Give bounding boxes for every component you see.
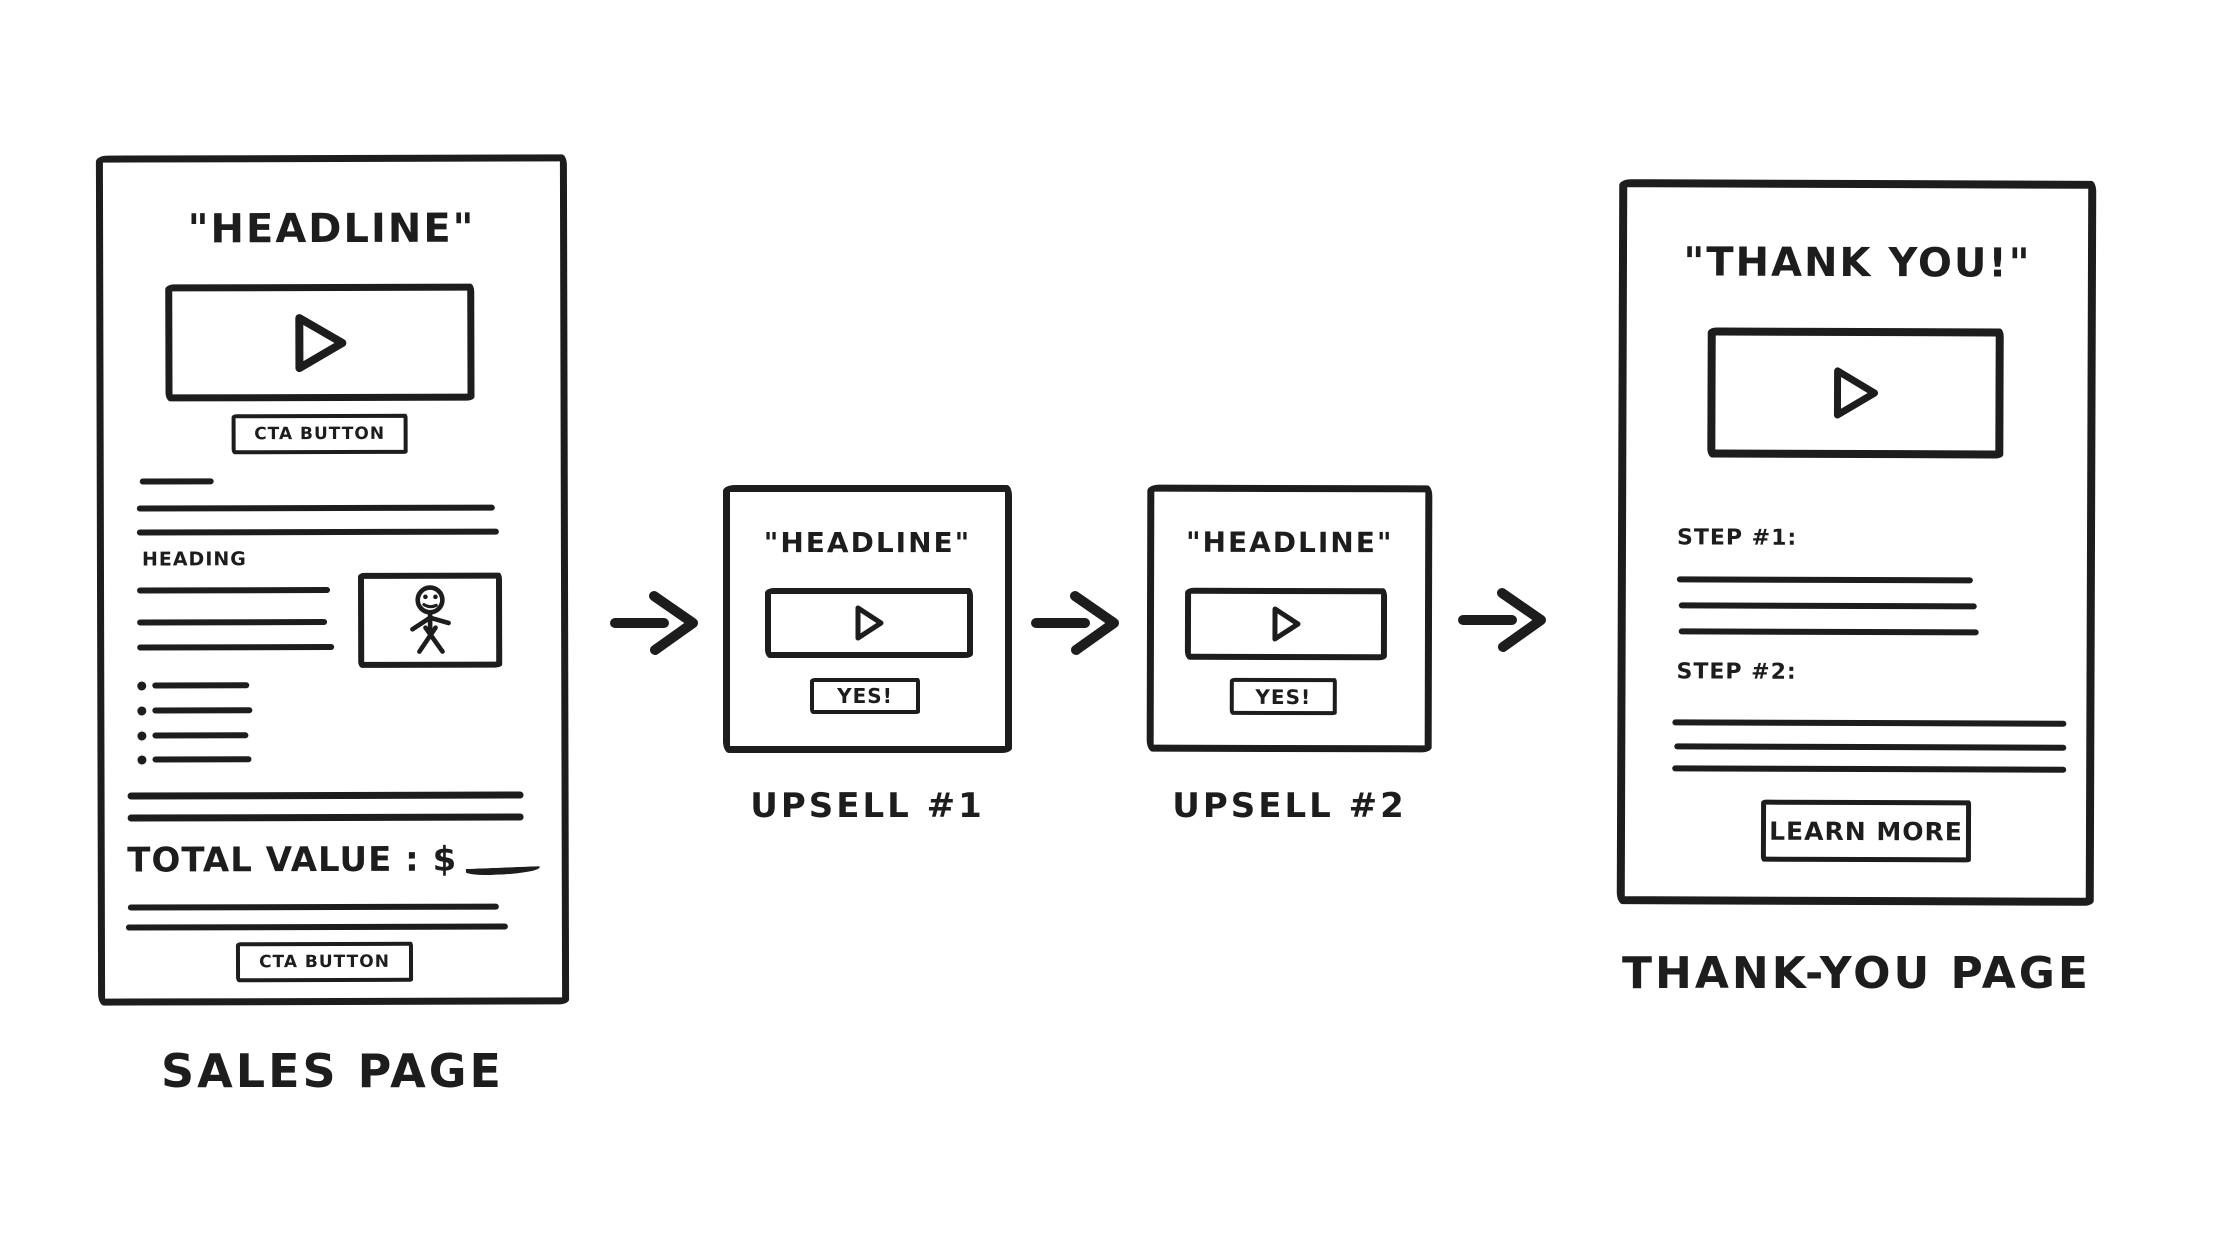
sales-image-placeholder (357, 572, 503, 668)
upsell-1-frame: "HEADLINE" YES! (723, 485, 1012, 753)
blank-amount-line (465, 863, 540, 876)
placeholder-line (136, 528, 499, 536)
placeholder-line (1678, 602, 1977, 610)
upsell-1-video-player (765, 588, 973, 658)
arrow-right-icon (1455, 580, 1555, 660)
step-1-heading: STEP #1: (1676, 525, 1798, 551)
sales-video-player (165, 283, 475, 402)
upsell-2-yes-button: YES! (1229, 677, 1337, 716)
sales-section-heading: HEADING (141, 548, 247, 571)
upsell-2-frame: "HEADLINE" YES! (1146, 484, 1433, 753)
bullet-dot (137, 706, 147, 716)
person-icon (410, 584, 451, 654)
placeholder-line (136, 504, 495, 512)
sales-headline: "HEADLINE" (187, 205, 476, 253)
upsell-1-headline: "HEADLINE" (763, 526, 972, 559)
learn-more-button: LEARN MORE (1760, 799, 1972, 863)
placeholder-line (127, 813, 524, 822)
total-value-row: TOTAL VALUE : $ (105, 839, 562, 881)
bullet-dot (137, 755, 147, 765)
bullet-line (152, 732, 249, 739)
placeholder-line (137, 587, 331, 594)
placeholder-line (139, 478, 214, 485)
upsell-2-headline: "HEADLINE" (1185, 525, 1394, 560)
thank-you-page-label: THANK-YOU PAGE (1622, 948, 2091, 999)
total-value-label: TOTAL VALUE : $ (127, 839, 458, 881)
upsell-2-video-player (1184, 587, 1388, 661)
placeholder-line (1676, 576, 1973, 584)
placeholder-line (137, 619, 328, 626)
bullet-dot (137, 731, 147, 741)
thank-you-headline: "THANK YOU!" (1683, 239, 2032, 287)
sales-page-frame: "HEADLINE" CTA BUTTON HEADING (95, 154, 570, 1006)
placeholder-line (127, 903, 499, 911)
bullet-dot (137, 681, 147, 691)
sales-page-label: SALES PAGE (161, 1044, 504, 1098)
play-icon (1833, 367, 1879, 419)
sales-cta-top-button: CTA BUTTON (231, 413, 408, 455)
bullet-line (152, 682, 250, 689)
placeholder-line (1678, 628, 1979, 636)
placeholder-line (125, 923, 508, 931)
placeholder-line (137, 643, 335, 651)
arrow-right-icon (607, 583, 707, 663)
placeholder-line (1672, 719, 2067, 727)
bullet-line (152, 707, 253, 714)
play-icon (855, 605, 884, 641)
thank-you-page-frame: "THANK YOU!" STEP #1: STEP #2: LEARN MOR… (1616, 179, 2097, 906)
upsell-1-yes-button: YES! (810, 678, 920, 714)
upsell-1-label: UPSELL #1 (750, 786, 985, 826)
placeholder-line (127, 791, 524, 800)
sales-cta-bottom-button: CTA BUTTON (235, 941, 414, 983)
placeholder-line (1674, 743, 2067, 751)
play-icon (1272, 606, 1301, 642)
upsell-2-label: UPSELL #2 (1172, 786, 1407, 826)
bullet-line (152, 756, 252, 763)
arrow-right-icon (1028, 583, 1128, 663)
play-icon (294, 313, 346, 372)
step-2-heading: STEP #2: (1676, 659, 1797, 685)
placeholder-line (1672, 765, 2067, 773)
thank-you-video-player (1707, 327, 2004, 459)
